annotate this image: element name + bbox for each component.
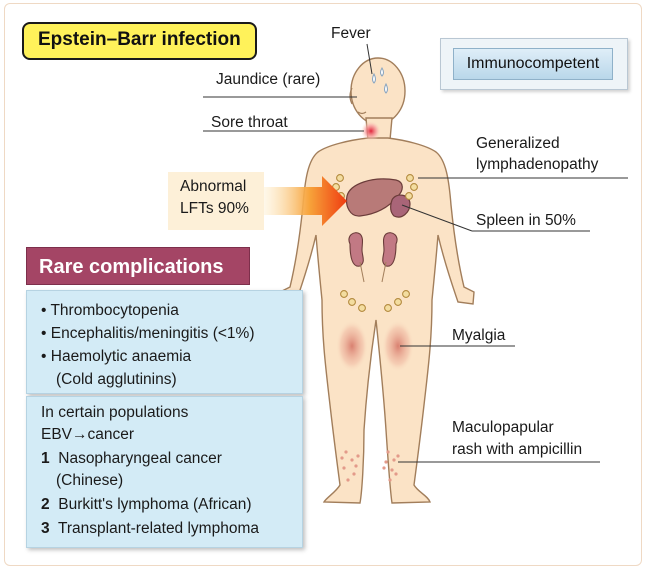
cancer-populations-panel: In certain populations EBV→cancer 1 Naso… [26,396,303,548]
sore-throat-label: Sore throat [211,114,288,131]
list-item: • Encephalitis/meningitis (<1%) [41,324,255,344]
myalgia-label: Myalgia [452,327,506,344]
bullet-icon: • [41,325,47,342]
list-item-text: Encephalitis/meningitis (<1%) [50,325,255,342]
list-item: 2 Burkitt's lymphoma (African) [41,495,252,515]
spleen-label: Spleen in 50% [476,212,576,229]
rare-complications-list: • Thrombocytopenia • Encephalitis/mening… [26,290,303,394]
immunocompetent-badge: Immunocompetent [440,38,628,90]
list-item: 3 Transplant-related lymphoma [41,519,259,539]
lft-callout [168,172,264,230]
list-item-number: 2 [41,496,50,513]
rash-label-line2: rash with ampicillin [452,441,583,458]
populations-intro-line1: In certain populations [41,404,189,421]
list-item: • Haemolytic anaemia [41,347,191,367]
fever-label: Fever [331,25,371,42]
list-item-text: Burkitt's lymphoma (African) [58,496,252,513]
list-item: • Thrombocytopenia [41,301,179,321]
human-figure [279,57,475,504]
list-item-text: Thrombocytopenia [50,302,179,319]
myalgia-marker-left [336,320,368,372]
bullet-icon: • [41,348,47,365]
bullet-icon: • [41,302,47,319]
kidney-left-icon [348,232,364,267]
immunocompetent-label: Immunocompetent [453,48,613,80]
list-item-text: Nasopharyngeal cancer [58,450,222,467]
list-item-note: (Chinese) [56,472,124,489]
lft-label-line2: LFTs 90% [180,200,249,217]
lymphadenopathy-label-line1: Generalized [476,135,560,152]
rash-label-line1: Maculopapular [452,419,554,436]
leader-lines [203,43,628,463]
spleen-icon [390,194,411,218]
jaundice-label: Jaundice (rare) [216,71,321,88]
lft-label-line1: Abnormal [180,178,247,195]
myalgia-marker-right [382,320,414,372]
lft-arrow-icon [264,176,347,226]
face-features [349,87,367,115]
lymphadenopathy-label-line2: lymphadenopathy [476,156,599,173]
list-item-text: Transplant-related lymphoma [57,520,259,537]
list-item-number: 1 [41,450,50,467]
list-item-note: (Cold agglutinins) [56,371,177,388]
list-item-number: 3 [41,520,50,537]
lft-label: Abnormal LFTs 90% [180,176,249,220]
populations-intro-line2: EBV→cancer [41,426,135,443]
fever-sweat-icon [372,67,388,94]
list-item-text: Haemolytic anaemia [50,348,192,365]
kidney-right-icon [382,232,398,267]
rash-dots [340,450,400,482]
sore-throat-marker [361,121,381,141]
list-item: 1 Nasopharyngeal cancer [41,449,222,469]
page-title: Epstein–Barr infection [22,22,257,60]
rare-complications-heading: Rare complications [26,247,250,285]
